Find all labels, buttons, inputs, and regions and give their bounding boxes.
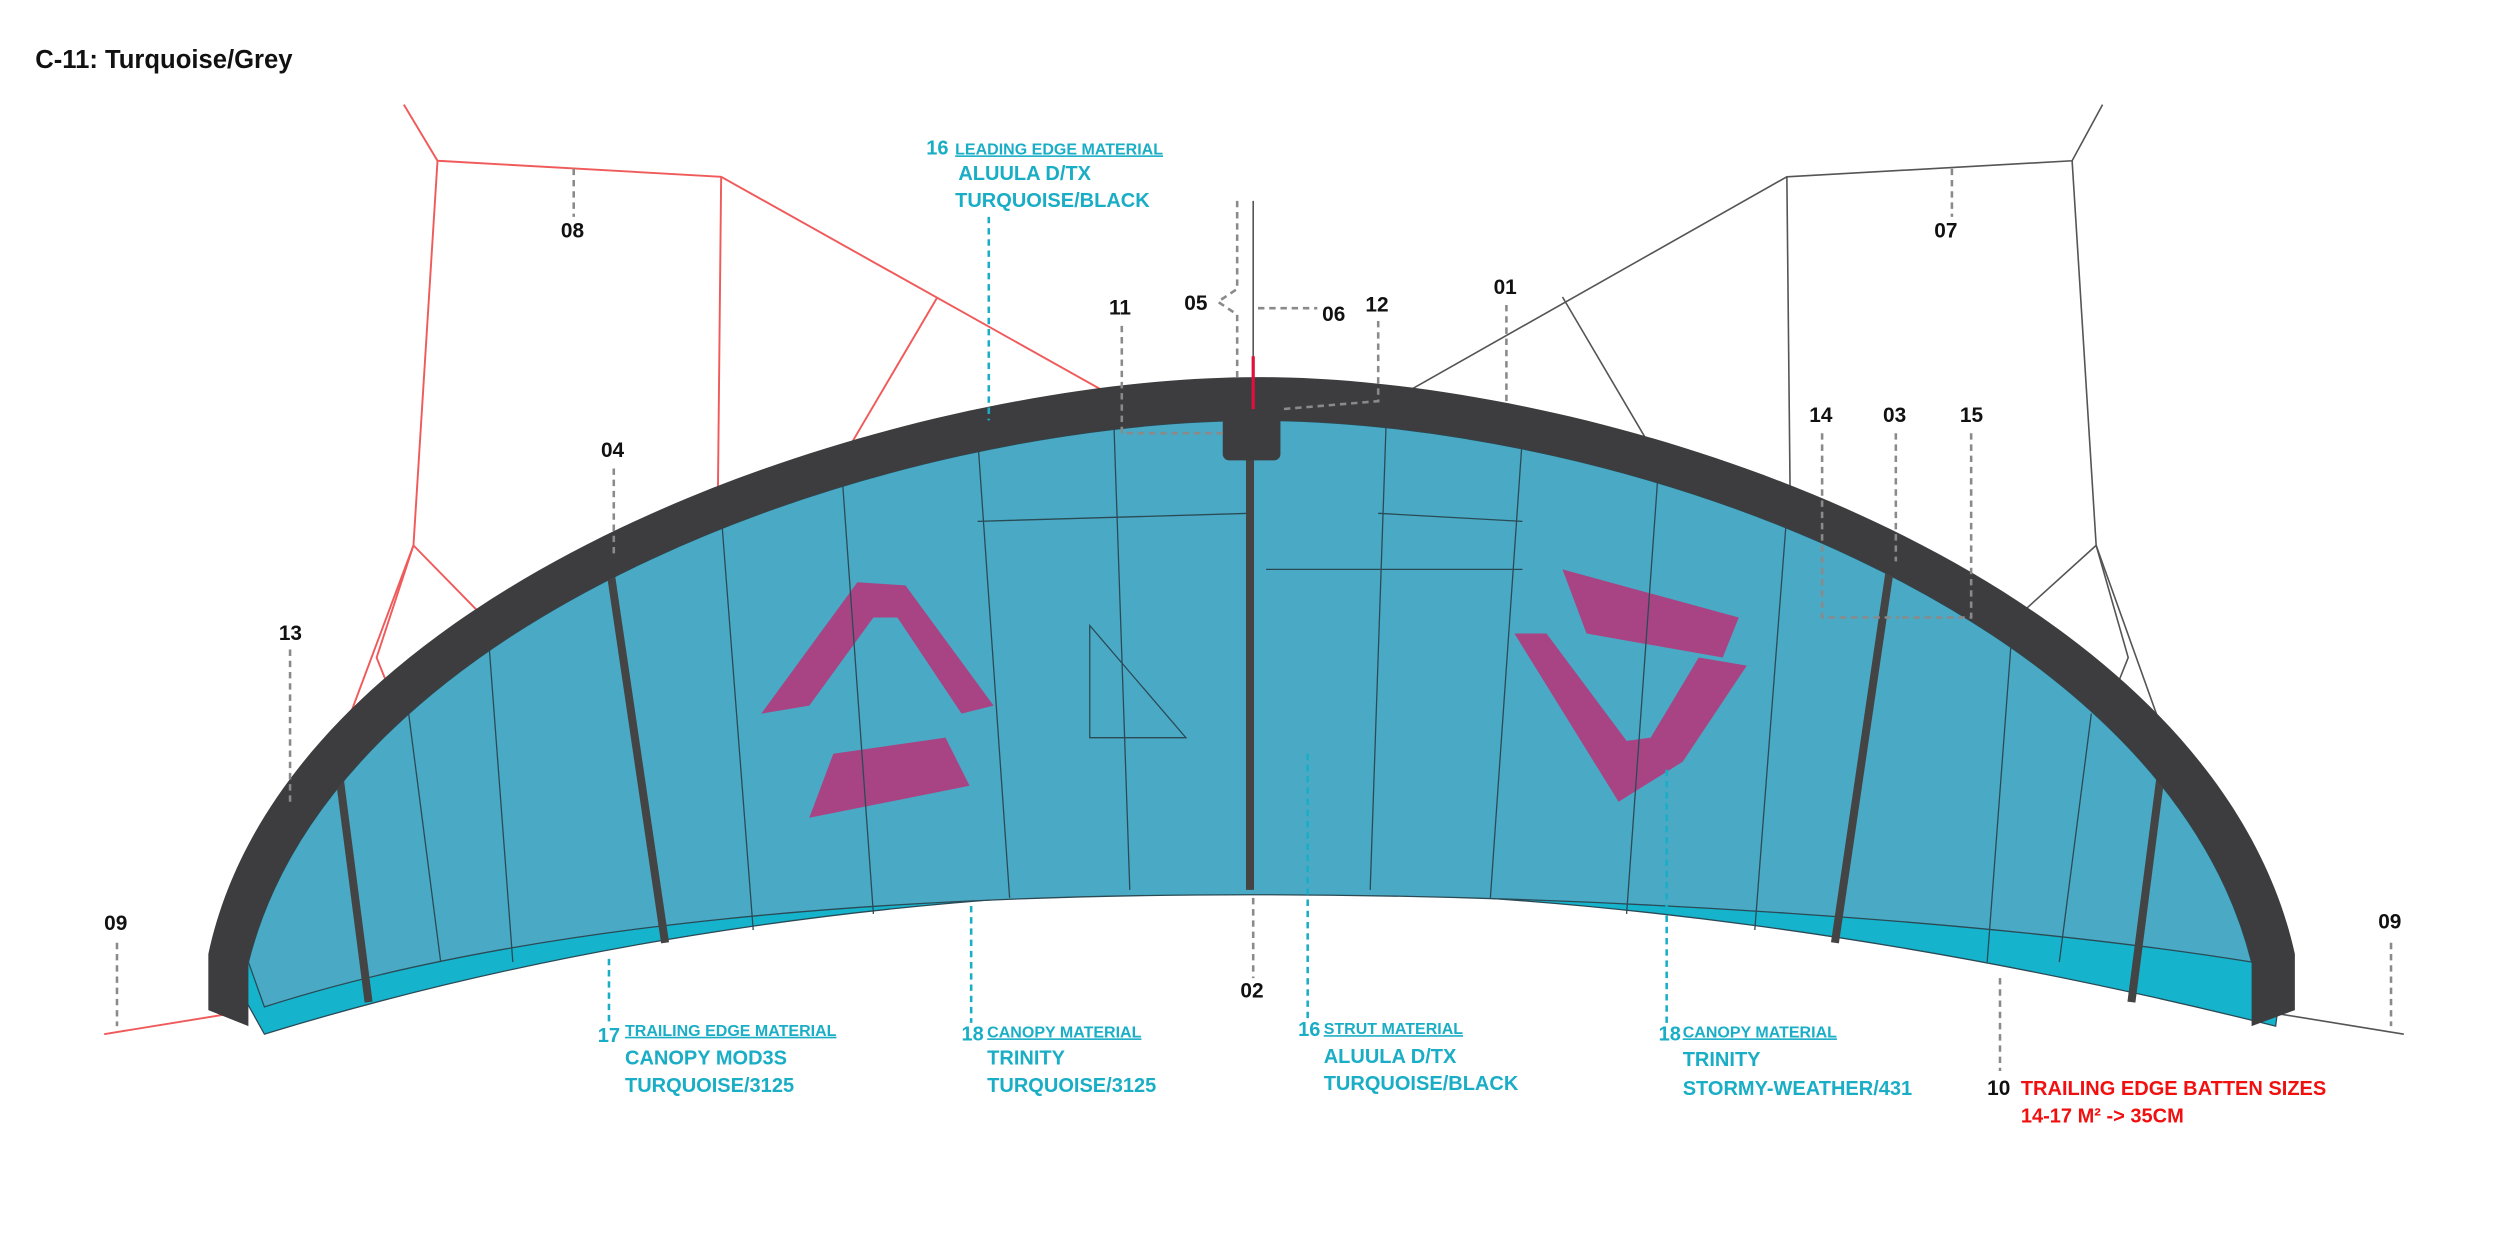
batten-size: 14-17 M² -> 35CM <box>2021 1105 2184 1127</box>
logo-shape <box>809 737 970 818</box>
page-title: C-11: Turquoise/Grey <box>35 46 293 74</box>
bridle-left <box>104 104 1123 1036</box>
callout-numbers: 01 02 03 04 05 06 07 08 09 09 11 12 13 1… <box>104 220 2401 1003</box>
label-heading: LEADING EDGE MATERIAL <box>955 140 1163 158</box>
label-canopy-left: 18 CANOPY MATERIAL TRINITY TURQUOISE/312… <box>962 1023 1157 1096</box>
label-heading: CANOPY MATERIAL <box>987 1023 1141 1041</box>
callout-11: 11 <box>1109 297 1131 320</box>
label-line1: TRINITY <box>987 1048 1065 1070</box>
callout-02: 02 <box>1240 979 1263 1002</box>
callout-13: 13 <box>279 622 302 645</box>
logo-shape <box>1514 633 1747 802</box>
callout-04: 04 <box>601 439 625 462</box>
label-line1: ALUULA D/TX <box>1324 1046 1457 1068</box>
label-line2: STORMY-WEATHER/431 <box>1683 1078 1912 1100</box>
center-valve <box>1222 409 1281 461</box>
label-line2: TURQUOISE/BLACK <box>1324 1073 1519 1095</box>
callout-14: 14 <box>1809 404 1833 427</box>
label-heading: CANOPY MATERIAL <box>1683 1023 1837 1041</box>
callout-09-right: 09 <box>2378 910 2401 933</box>
label-num: 17 <box>598 1025 620 1047</box>
callout-03: 03 <box>1883 404 1906 427</box>
callout-01: 01 <box>1494 276 1517 299</box>
struts <box>332 420 2168 1003</box>
label-num: 16 <box>926 137 948 159</box>
label-num: 16 <box>1298 1019 1320 1041</box>
label-line2: TURQUOISE/BLACK <box>955 190 1150 212</box>
label-trailing-edge: 17 TRAILING EDGE MATERIAL CANOPY MOD3S T… <box>598 1022 837 1097</box>
label-batten-sizes: 10 TRAILING EDGE BATTEN SIZES 14-17 M² -… <box>1987 1077 2326 1127</box>
batten-heading: TRAILING EDGE BATTEN SIZES <box>2021 1078 2326 1100</box>
label-line2: TURQUOISE/3125 <box>987 1075 1156 1097</box>
label-canopy-right: 18 CANOPY MATERIAL TRINITY STORMY-WEATHE… <box>1659 1023 1913 1100</box>
label-line1: TRINITY <box>1683 1049 1761 1071</box>
callout-05: 05 <box>1184 292 1207 315</box>
logo-shape <box>1562 569 1739 658</box>
label-line2: TURQUOISE/3125 <box>625 1075 794 1097</box>
callout-12: 12 <box>1365 293 1388 316</box>
logo-shape <box>761 582 994 714</box>
label-leading-edge: 16 LEADING EDGE MATERIAL ALUULA D/TX TUR… <box>926 137 1163 212</box>
label-line1: ALUULA D/TX <box>958 163 1091 185</box>
label-num: 18 <box>962 1024 984 1046</box>
callout-15: 15 <box>1960 404 1983 427</box>
callout-06: 06 <box>1322 303 1345 326</box>
panel-seams <box>408 420 2092 963</box>
kite <box>208 356 2295 1035</box>
callout-09-left: 09 <box>104 912 127 935</box>
callout-07: 07 <box>1934 220 1957 243</box>
leader-lines <box>115 168 2393 1072</box>
label-heading: TRAILING EDGE MATERIAL <box>625 1022 837 1040</box>
bridle-right <box>1252 104 2404 1035</box>
label-num: 18 <box>1659 1024 1681 1046</box>
callout-10: 10 <box>1987 1077 2010 1100</box>
label-heading: STRUT MATERIAL <box>1324 1020 1464 1038</box>
label-line1: CANOPY MOD3S <box>625 1048 787 1070</box>
callout-08: 08 <box>561 220 584 243</box>
label-strut: 16 STRUT MATERIAL ALUULA D/TX TURQUOISE/… <box>1298 1019 1519 1095</box>
